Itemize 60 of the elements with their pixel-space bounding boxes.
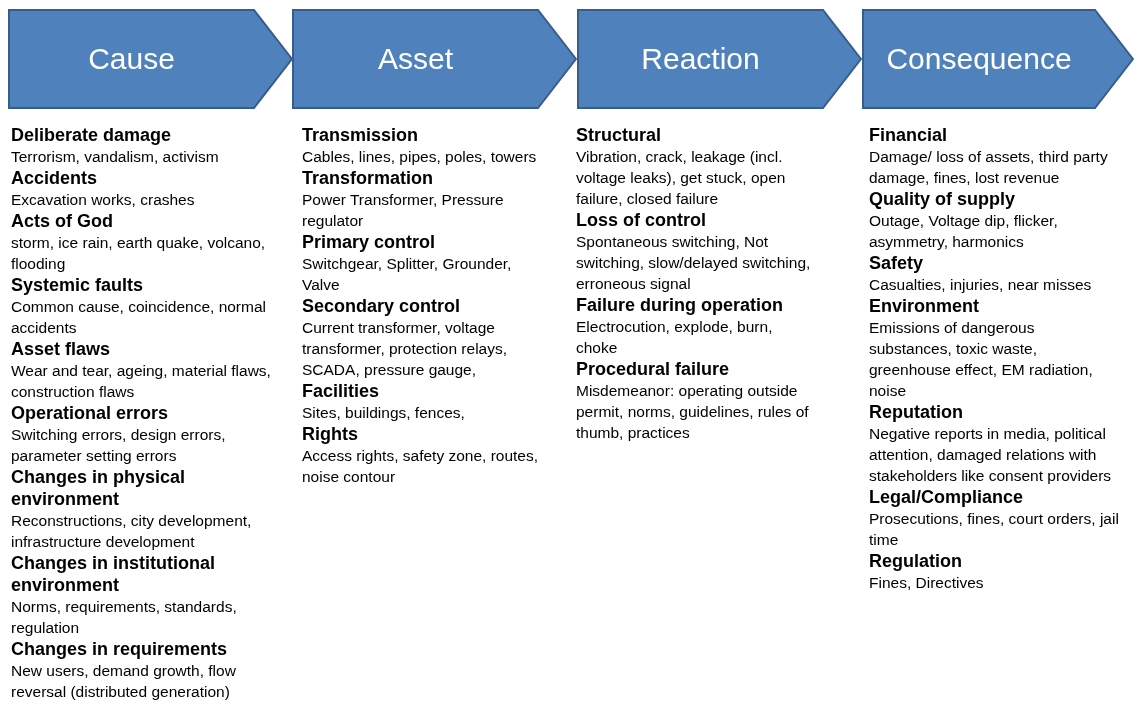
category-description: Outage, Voltage dip, flicker, asymmetry, harmonics	[869, 211, 1059, 252]
category-heading: Primary control	[302, 231, 437, 253]
stage-banner	[862, 9, 1134, 109]
category-description: Excavation works, crashes	[11, 190, 196, 210]
category-heading: Quality of supply	[869, 188, 1016, 210]
category-heading: Secondary control	[302, 295, 462, 317]
category-heading: Reputation	[869, 401, 964, 423]
stage-banner	[8, 9, 293, 109]
category-description: Prosecutions, fines, court orders, jail time	[869, 509, 1119, 550]
category-description: Common cause, coincidence, normal accidents	[11, 297, 267, 338]
category-description: Casualties, injuries, near misses	[869, 275, 1093, 295]
category-description: Norms, requirements, standards, regulation	[11, 597, 238, 638]
category-description: Reconstructions, city development, infrastructure development	[11, 511, 253, 552]
stage-banner	[577, 9, 862, 109]
category-heading: Changes in physical environment	[11, 466, 187, 510]
category-description: Power Transformer, Pressure regulator	[302, 190, 505, 231]
category-description: Wear and tear, ageing, material flaws, construction flaws	[11, 361, 272, 402]
category-heading: Regulation	[869, 550, 963, 572]
category-heading: Legal/Compliance	[869, 486, 1025, 508]
category-heading: Acts of God	[11, 210, 114, 232]
category-description: Negative reports in media, political attention, damaged relations with stakeholders like consent providers	[869, 424, 1113, 486]
category-description: Access rights, safety zone, routes, noise contour	[302, 446, 540, 487]
stage-banner	[292, 9, 577, 109]
category-heading: Environment	[869, 295, 980, 317]
stage-title: Consequence	[885, 41, 1073, 77]
category-description: Spontaneous switching, Not switching, slow/delayed switching, erroneous signal	[576, 232, 812, 294]
category-description: Switching errors, design errors, parameter setting errors	[11, 425, 227, 466]
category-description: Cables, lines, pipes, poles, towers	[302, 147, 538, 167]
category-heading: Financial	[869, 124, 949, 146]
category-heading: Changes in requirements	[11, 638, 229, 660]
category-description: Misdemeanor: operating outside permit, norms, guidelines, rules of thumb, practices	[576, 381, 810, 443]
category-description: New users, demand growth, flow reversal (distributed generation)	[11, 661, 237, 702]
category-heading: Loss of control	[576, 209, 707, 231]
category-description: Electrocution, explode, burn, choke	[576, 317, 774, 358]
category-heading: Accidents	[11, 167, 99, 189]
category-heading: Failure during operation	[576, 294, 784, 316]
category-heading: Operational errors	[11, 402, 170, 424]
category-heading: Procedural failure	[576, 358, 731, 380]
category-description: Emissions of dangerous substances, toxic waste, greenhouse effect, EM radiation, noise	[869, 318, 1094, 401]
category-heading: Structural	[576, 124, 663, 146]
category-heading: Transmission	[302, 124, 420, 146]
category-description: Damage/ loss of assets, third party damage, fines, lost revenue	[869, 147, 1109, 188]
stage-title: Reaction	[640, 41, 761, 77]
category-description: storm, ice rain, earth quake, volcano, flooding	[11, 233, 267, 274]
stage-title: Cause	[87, 41, 176, 77]
category-heading: Safety	[869, 252, 925, 274]
category-description: Current transformer, voltage transformer, protection relays, SCADA, pressure gauge,	[302, 318, 509, 380]
category-heading: Transformation	[302, 167, 435, 189]
stage-title: Asset	[377, 41, 454, 77]
category-heading: Systemic faults	[11, 274, 145, 296]
category-description: Fines, Directives	[869, 573, 985, 593]
category-description: Vibration, crack, leakage (incl. voltage leaks), get stuck, open failure, closed failure	[576, 147, 787, 209]
category-heading: Rights	[302, 423, 359, 445]
category-description: Terrorism, vandalism, activism	[11, 147, 220, 167]
category-description: Switchgear, Splitter, Grounder, Valve	[302, 254, 513, 295]
category-heading: Deliberate damage	[11, 124, 173, 146]
category-heading: Changes in institutional environment	[11, 552, 216, 596]
category-description: Sites, buildings, fences,	[302, 403, 466, 423]
category-heading: Facilities	[302, 380, 381, 402]
category-heading: Asset flaws	[11, 338, 112, 360]
